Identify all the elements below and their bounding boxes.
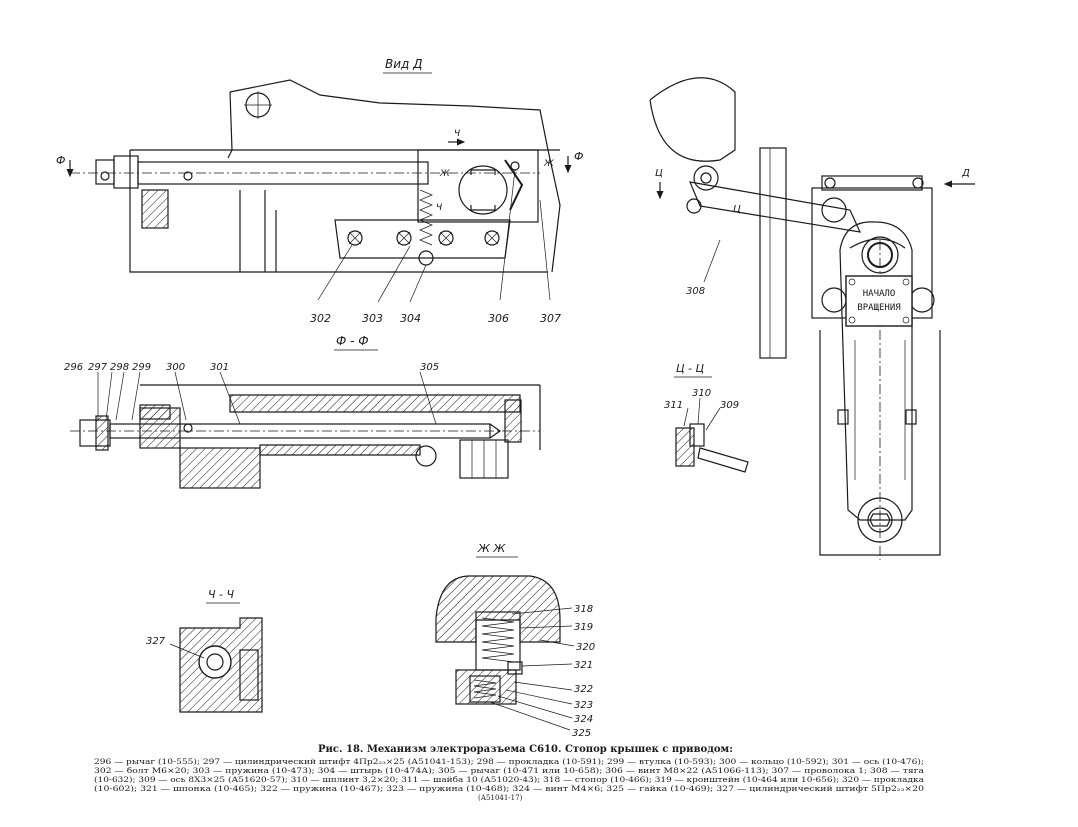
caption-line-5: (А51041-17) [478,794,523,802]
callout-296: 296 [64,362,83,373]
section-zh-title: Ж Ж [477,542,506,555]
lever-view: НАЧАЛО ВРАЩЕНИЯ Ц Ц Д 308 [649,77,975,560]
callout-304: 304 [400,312,421,325]
callout-306: 306 [488,312,509,325]
mark-zh-2: Ж [543,159,554,169]
callout-323: 323 [574,700,593,711]
callout-322: 322 [574,684,593,695]
callout-319: 319 [574,622,593,633]
figure-caption: Рис. 18. Механизм электроразъема С610. С… [94,744,924,802]
callout-311: 311 [664,400,683,411]
callout-318: 318 [574,604,593,615]
caption-line-4: (10-602); 321 — шпонка (10-465); 322 — п… [94,785,924,793]
mark-ts-left: Ц [655,168,663,179]
callout-308: 308 [686,286,705,297]
view-d: Вид Д Ф Ф Ч Ч Ж [56,57,583,325]
section-ch-title: Ч - Ч [208,588,235,601]
callout-297: 297 [88,362,108,373]
section-zh: Ж Ж 318 319 320 321 322 323 324 325 [435,542,595,739]
callout-325: 325 [572,728,591,739]
mark-f-right: Ф [574,150,583,163]
plate-text-line1: НАЧАЛО [863,289,896,299]
section-ff: Ф - Ф 296 297 298 299 300 [64,334,541,489]
callout-305: 305 [420,362,439,373]
section-ff-title: Ф - Ф [336,334,369,348]
figure-title: Рис. 18. Механизм электроразъема С610. С… [318,744,733,755]
callout-307: 307 [540,312,561,325]
rotation-plate [845,275,913,327]
callout-300: 300 [166,362,185,373]
callout-324: 324 [574,714,593,725]
mark-d: Д [961,168,970,179]
callout-321: 321 [574,660,593,671]
section-ts: Ц - Ц 311 310 309 [664,362,749,473]
caption-line-3: (10-632); 309 — ось 8Х3×25 (А51620-57); … [94,776,924,784]
mark-ch-2: Ч [436,203,442,213]
view-d-title: Вид Д [385,57,423,71]
mark-ch: Ч [454,129,460,139]
callout-320: 320 [576,642,595,653]
mark-ts-right: Ц [733,204,741,215]
caption-line-2: 302 — болт М6×20; 303 — пружина (10-473)… [94,767,924,775]
callout-303: 303 [362,312,383,325]
callout-310: 310 [692,388,711,399]
callout-327: 327 [146,636,166,647]
section-ts-title: Ц - Ц [676,362,705,375]
mark-f-left: Ф [56,154,65,167]
plate-text-line2: ВРАЩЕНИЯ [857,303,900,313]
caption-line-1: 296 — рычаг (10-555); 297 — цилиндрическ… [94,758,924,766]
callout-301: 301 [210,362,229,373]
callout-309: 309 [720,400,739,411]
callout-299: 299 [132,362,151,373]
callout-298: 298 [110,362,129,373]
callout-302: 302 [310,312,331,325]
mark-zh: Ж [439,169,450,179]
section-ch: Ч - Ч 327 [146,588,263,713]
